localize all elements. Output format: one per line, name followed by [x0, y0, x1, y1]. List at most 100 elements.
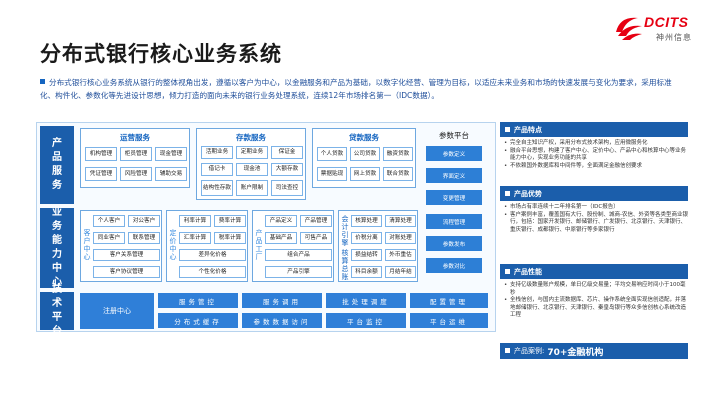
param-button[interactable]: 变更管理 — [426, 190, 482, 205]
product-factory-label: 产品工厂 — [255, 229, 263, 261]
pricing-cell[interactable]: 税率计算 — [214, 232, 246, 244]
pricing-cell[interactable]: 利率计算 — [179, 215, 211, 227]
loan-cell[interactable]: 融资贷款 — [383, 147, 413, 161]
advantages-header: 产品优势 — [500, 186, 688, 201]
deposit-cell[interactable]: 保证金 — [271, 146, 303, 159]
deposit-cell[interactable]: 账户限制 — [236, 180, 268, 196]
tech-button[interactable]: 平台监控 — [326, 313, 406, 328]
accounting-engine-section: 会计引擎 核算总账 核算处理 清算处理 价税分离 对账处理 损益结转 外币重估 … — [338, 210, 418, 282]
loan-cell[interactable]: 公司贷款 — [350, 147, 380, 161]
param-platform-title: 参数平台 — [439, 131, 469, 140]
loan-cell[interactable]: 票据贴现 — [317, 167, 347, 181]
product-cell[interactable]: 产品引擎 — [265, 266, 332, 278]
product-cell[interactable]: 可售产品 — [300, 232, 332, 244]
case-value: 70+金融机构 — [547, 347, 604, 358]
ops-cell[interactable]: 现金管理 — [155, 147, 187, 161]
accounting-cell[interactable]: 外币重估 — [385, 249, 416, 261]
loan-cell[interactable]: 个人贷款 — [317, 147, 347, 161]
tech-button[interactable]: 服务调用 — [242, 293, 322, 308]
loan-service-section: 贷款服务 个人贷款 公司贷款 融资贷款 票据贴现 网上贷款 联合贷款 — [312, 128, 416, 188]
customer-cell[interactable]: 对公客户 — [128, 215, 160, 227]
ops-cell[interactable]: 柜员管理 — [120, 147, 152, 161]
product-cell[interactable]: 组合产品 — [265, 249, 332, 261]
accounting-cell[interactable]: 月结年结 — [385, 266, 416, 278]
company-logo: DCITS 神州信息 — [612, 10, 704, 48]
case-bar: 产品案例:70+金融机构 — [500, 343, 688, 359]
ops-cell[interactable]: 辅助交易 — [155, 167, 187, 181]
product-cell[interactable]: 基础产品 — [265, 232, 297, 244]
deposit-cell[interactable]: 定期业务 — [236, 146, 268, 159]
deposit-cell[interactable]: 借记卡 — [201, 163, 233, 176]
customer-cell[interactable]: 同业客户 — [93, 232, 125, 244]
accounting-cell[interactable]: 清算处理 — [385, 215, 416, 227]
case-label: 产品案例: — [514, 347, 545, 355]
customer-center-label: 客户中心 — [83, 229, 91, 261]
loan-cell[interactable]: 联合贷款 — [383, 167, 413, 181]
ops-cell[interactable]: 凭证管理 — [85, 167, 117, 181]
deposit-cell[interactable]: 结构性存款 — [201, 180, 233, 196]
pricing-cell[interactable]: 费率计算 — [214, 215, 246, 227]
advantages-item: 客户案例丰富，覆盖国有大行、股份制、城商-农信、外资等各类型商业银行，包括：国家… — [504, 212, 688, 235]
param-button[interactable]: 参数定义 — [426, 146, 482, 161]
performance-item: 全栈信创，与国内主流数据库、芯片、操作系统全面实现信创适配，并落地邮储银行、北京… — [504, 297, 688, 320]
deposit-cell[interactable]: 现金池 — [236, 163, 268, 176]
pricing-cell[interactable]: 汇率计算 — [179, 232, 211, 244]
accounting-cell[interactable]: 损益结转 — [351, 249, 382, 261]
ops-cell[interactable]: 机构管理 — [85, 147, 117, 161]
deposit-cell[interactable]: 司法查控 — [271, 180, 303, 196]
loan-cell[interactable]: 网上贷款 — [350, 167, 380, 181]
tech-button[interactable]: 参数数据访问 — [242, 313, 322, 328]
ops-cell[interactable]: 风险管理 — [120, 167, 152, 181]
product-cell[interactable]: 产品定义 — [265, 215, 297, 227]
tech-button[interactable]: 配置管理 — [410, 293, 488, 308]
dcits-logo-icon — [616, 17, 642, 40]
performance-item: 支持亿级数量账户规模，单日亿级交易量；平均交易响应时间小于100毫秒 — [504, 282, 688, 297]
advantages-item: 市场占有率连续十二年排名第一（IDC报告） — [504, 204, 688, 212]
tech-button[interactable]: 分布式缓存 — [158, 313, 238, 328]
tech-button[interactable]: 服务管控 — [158, 293, 238, 308]
features-header: 产品特点 — [500, 122, 688, 137]
param-platform-panel: 参数平台 参数定义 界面定义 变更管理 流程管理 参数发布 参数对比 — [418, 130, 490, 280]
customer-cell[interactable]: 个人客户 — [93, 215, 125, 227]
page-title: 分布式银行核心业务系统 — [40, 42, 282, 66]
accounting-cell[interactable]: 核算处理 — [351, 215, 382, 227]
tech-button[interactable]: 批处理调度 — [326, 293, 406, 308]
intro-paragraph: 分布式银行核心业务系统从银行的整体视角出发，遵循以客户为中心，以金融服务和产品为… — [40, 76, 680, 102]
loan-service-title: 贷款服务 — [349, 133, 379, 142]
accounting-cell[interactable]: 对账处理 — [385, 232, 416, 244]
accounting-cell[interactable]: 价税分离 — [351, 232, 382, 244]
performance-header: 产品性能 — [500, 264, 688, 279]
product-factory-section: 产品工厂 产品定义 产品管理 基础产品 可售产品 组合产品 产品引擎 — [252, 210, 334, 282]
row-label-capability: 业务能力中心 — [40, 207, 74, 288]
ops-service-section: 运营服务 机构管理 柜员管理 现金管理 凭证管理 风险管理 辅助交易 — [80, 128, 190, 188]
param-button[interactable]: 流程管理 — [426, 214, 482, 229]
pricing-cell[interactable]: 差异化价格 — [179, 249, 246, 261]
ledger-label: 核算总账 — [341, 249, 349, 281]
param-button[interactable]: 参数对比 — [426, 258, 482, 273]
customer-center-section: 客户中心 个人客户 对公客户 同业客户 联系管理 客户关系管理 客户协议管理 — [80, 210, 162, 282]
deposit-service-title: 存款服务 — [236, 133, 266, 142]
pricing-cell[interactable]: 个性化价格 — [179, 266, 246, 278]
customer-cell[interactable]: 客户协议管理 — [93, 266, 160, 278]
accounting-cell[interactable]: 科目余额 — [351, 266, 382, 278]
tech-button[interactable]: 平台运维 — [410, 313, 488, 328]
product-cell[interactable]: 产品管理 — [300, 215, 332, 227]
advantages-list: 市场占有率连续十二年排名第一（IDC报告） 客户案例丰富，覆盖国有大行、股份制、… — [504, 204, 688, 234]
param-button[interactable]: 参数发布 — [426, 236, 482, 251]
pricing-center-section: 定价中心 利率计算 费率计算 汇率计算 税率计算 差异化价格 个性化价格 — [166, 210, 248, 282]
customer-cell[interactable]: 联系管理 — [128, 232, 160, 244]
row-label-tech: 技术平台 — [40, 284, 74, 337]
registry-center-button[interactable]: 注册中心 — [80, 293, 154, 329]
logo-brand: DCITS — [644, 14, 689, 30]
deposit-service-section: 存款服务 活期业务 定期业务 保证金 借记卡 现金池 大额存款 结构性存款 账户… — [196, 128, 306, 200]
pricing-center-label: 定价中心 — [169, 229, 177, 261]
bullet-square-icon — [40, 79, 45, 84]
ops-service-title: 运营服务 — [120, 133, 150, 142]
features-item: 融合平台思想，构建了客户中心、定价中心、产品中心和核算中心等业务能力中心，实现业… — [504, 148, 688, 163]
param-button[interactable]: 界面定义 — [426, 168, 482, 183]
deposit-cell[interactable]: 大额存款 — [271, 163, 303, 176]
deposit-cell[interactable]: 活期业务 — [201, 146, 233, 159]
customer-cell[interactable]: 客户关系管理 — [93, 249, 160, 261]
intro-text: 分布式银行核心业务系统从银行的整体视角出发，遵循以客户为中心，以金融服务和产品为… — [40, 78, 672, 100]
features-item: 完全自主知识产权，采用分布式技术架构，应用微服务化 — [504, 140, 688, 148]
